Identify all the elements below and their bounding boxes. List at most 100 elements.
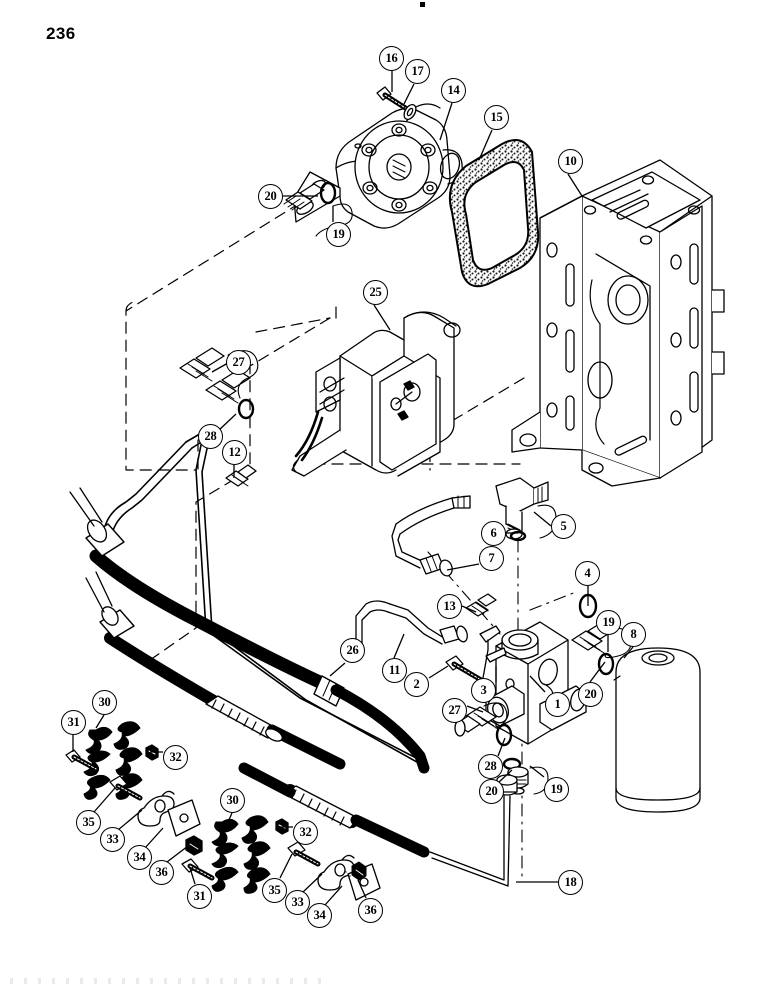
leader-line-1 [529, 675, 546, 693]
leader-line-34 [324, 885, 343, 906]
callout-28: 28 [478, 754, 503, 779]
page-top-mark [420, 2, 425, 7]
callout-20: 20 [479, 779, 504, 804]
transmission-pump-25 [291, 311, 461, 477]
clamp-plate-34-left [167, 799, 201, 837]
bracket-3 [479, 625, 501, 651]
callout-3: 3 [471, 678, 496, 703]
hydraulic-pump-14 [293, 103, 463, 229]
nut-36-left [185, 835, 203, 856]
transmission-housing-10 [511, 159, 725, 487]
leader-line-17 [403, 83, 415, 105]
callout-27: 27 [442, 698, 467, 723]
leader-line-35 [279, 853, 293, 879]
o-ring-28-lower [495, 723, 513, 747]
callout-31: 31 [61, 710, 86, 735]
leader-line-19 [529, 765, 545, 778]
tube-11 [355, 600, 468, 649]
leader-line-30 [227, 812, 233, 823]
leader-line-36 [357, 879, 367, 899]
callout-33: 33 [285, 890, 310, 915]
callout-6: 6 [481, 521, 506, 546]
leader-line-26 [329, 662, 346, 677]
hydraulic-hose-26 [69, 487, 430, 774]
callout-32: 32 [163, 745, 188, 770]
nut-36-right-shape [351, 861, 367, 881]
callout-31: 31 [187, 884, 212, 909]
leader-line-20 [589, 661, 606, 683]
callout-20: 20 [578, 682, 603, 707]
leader-line-34 [144, 827, 164, 849]
leader-line-11 [393, 633, 405, 659]
callout-10: 10 [558, 149, 583, 174]
o-ring-19-top [319, 181, 337, 205]
callout-32: 32 [293, 820, 318, 845]
callout-36: 36 [358, 898, 383, 923]
leader-line-7 [446, 563, 480, 571]
callout-17: 17 [405, 59, 430, 84]
leader-line-33 [302, 873, 323, 893]
callout-26: 26 [340, 638, 365, 663]
callout-5: 5 [551, 514, 576, 539]
leader-line-28 [497, 737, 506, 757]
callout-4: 4 [575, 561, 600, 586]
leader-line-35 [93, 787, 116, 813]
callout-13: 13 [437, 594, 462, 619]
leader-line-27 [211, 362, 229, 373]
callout-33: 33 [100, 827, 125, 852]
connector-12 [225, 464, 257, 487]
callout-12: 12 [222, 440, 247, 465]
callout-34: 34 [127, 845, 152, 870]
callout-28: 28 [198, 424, 223, 449]
leader-line-30 [95, 714, 105, 729]
leader-line-13 [461, 605, 477, 613]
clamp-33-left [137, 790, 175, 827]
leader-line-31 [189, 867, 196, 885]
cap-screw-31-left-2 [181, 858, 215, 881]
callout-8: 8 [621, 622, 646, 647]
page-number: 236 [46, 24, 76, 43]
callout-19: 19 [596, 610, 621, 635]
leader-line-25 [373, 304, 391, 331]
callout-19: 19 [544, 777, 569, 802]
lock-washer-17 [403, 103, 417, 121]
cap-screw-31-left [65, 749, 99, 772]
leader-line-3 [482, 649, 489, 679]
callout-11: 11 [382, 658, 407, 683]
leader-line-14 [439, 102, 453, 141]
callout-14: 14 [441, 78, 466, 103]
hydraulic-filter-8 [613, 647, 701, 813]
callout-20: 20 [258, 184, 283, 209]
callout-19: 19 [326, 222, 351, 247]
leader-line-20 [498, 769, 513, 783]
callout-25: 25 [363, 280, 388, 305]
leader-line-27 [466, 705, 484, 713]
callout-2: 2 [404, 672, 429, 697]
callout-7: 7 [479, 546, 504, 571]
scan-artifact [10, 978, 330, 984]
callout-35: 35 [262, 878, 287, 903]
connector-27-left [179, 347, 225, 382]
cap-screw-35-right [287, 841, 321, 867]
callout-27: 27 [226, 350, 251, 375]
callout-15: 15 [484, 105, 509, 130]
braided-hose-a [205, 694, 346, 770]
leader-line-15 [478, 129, 493, 161]
braided-hose-b [238, 762, 430, 858]
clamp-33-right [317, 854, 355, 891]
cap-screw-16 [376, 86, 410, 112]
o-ring-6 [509, 530, 527, 542]
leader-line-33 [117, 809, 143, 831]
o-ring-28 [237, 398, 255, 420]
leader-line-10 [567, 173, 583, 197]
pump-gasket-15 [448, 138, 540, 288]
leader-line-8 [623, 646, 634, 659]
callout-34: 34 [307, 903, 332, 928]
leader-line-5 [533, 511, 552, 527]
callout-35: 35 [76, 810, 101, 835]
callout-30: 30 [220, 788, 245, 813]
leader-line-28 [217, 413, 237, 432]
leader-line-2 [428, 665, 449, 679]
